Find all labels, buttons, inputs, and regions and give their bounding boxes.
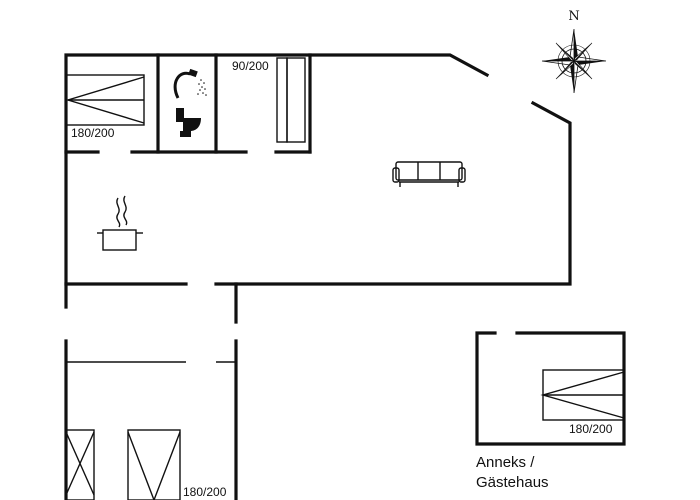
bed-lower-left	[65, 429, 95, 500]
bed-size-label-annex: 180/200	[569, 422, 613, 436]
single-bed	[276, 57, 306, 143]
lower-wing-walls	[64, 339, 238, 500]
annex-title-line1: Anneks /	[476, 454, 535, 471]
shower-icon	[173, 68, 207, 99]
compass-north-label: N	[568, 9, 579, 24]
toilet-icon	[176, 108, 201, 137]
bed-icon	[65, 74, 145, 126]
bed-size-label-top-left: 180/200	[71, 126, 115, 140]
annex-walls	[475, 331, 626, 446]
bed-size-label-lower: 180/200	[183, 485, 227, 499]
bed-size-label-single: 90/200	[232, 59, 269, 73]
cooking-pot-icon	[97, 195, 143, 251]
annex-title-line2: Gästehaus	[476, 474, 549, 491]
bed-lower-middle	[127, 429, 181, 500]
main-house-walls	[64, 53, 572, 324]
sofa-icon	[392, 161, 466, 187]
bed-annex	[540, 369, 625, 421]
compass-rose-icon	[541, 28, 607, 94]
